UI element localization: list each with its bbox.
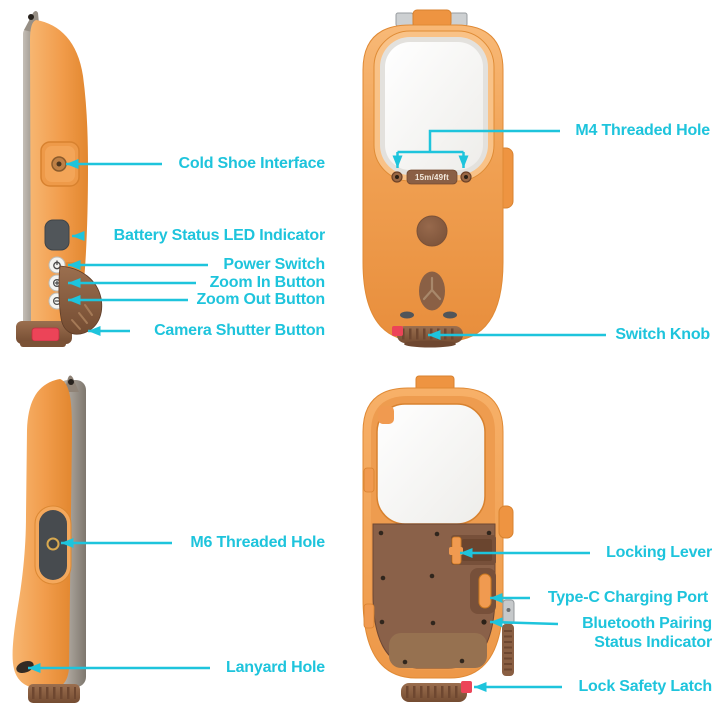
window-cutout: [376, 403, 486, 525]
callout-bluetooth-line2: Status Indicator: [594, 634, 712, 651]
callout-switch-knob: Switch Knob: [615, 326, 710, 343]
callout-locking-lever: Locking Lever: [606, 544, 712, 561]
viewing-window: [385, 42, 483, 170]
shutter-lever-ridges: [71, 304, 93, 330]
callout-shutter: Camera Shutter Button: [154, 322, 325, 339]
callout-zoom-out: Zoom Out Button: [196, 291, 325, 308]
front-view: [362, 9, 514, 348]
interior-view: [362, 375, 515, 702]
foot-pad-left: [400, 311, 414, 319]
red-latch: [31, 327, 60, 342]
m4-screw-right-center: [464, 175, 468, 179]
side-view-mount: [12, 375, 86, 703]
callout-type-c: Type-C Charging Port: [547, 589, 708, 606]
power-icon: [53, 260, 61, 270]
callout-lock-latch: Lock Safety Latch: [578, 678, 712, 695]
base-lip: [20, 341, 66, 347]
callout-power-switch: Power Switch: [223, 256, 325, 273]
leader-m4-elbow: [428, 129, 560, 152]
left-tab-lower: [363, 603, 375, 629]
depth-rating-plate: [406, 169, 458, 185]
hinge-right: [449, 12, 468, 27]
lock-safety-latch: [461, 681, 472, 693]
top-lug-hole: [28, 14, 34, 20]
round-button: [416, 215, 448, 247]
foot-pad-right: [443, 311, 457, 319]
leader-bluetooth: [489, 617, 559, 628]
type-c-port: [478, 573, 492, 609]
left-tab-upper: [363, 467, 375, 493]
knob-base: [404, 340, 456, 348]
callout-m6-hole: M6 Threaded Hole: [190, 534, 325, 551]
locking-lever-slot: [462, 539, 492, 561]
callout-battery-led: Battery Status LED Indicator: [113, 227, 326, 244]
callout-zoom-in: Zoom In Button: [209, 274, 326, 291]
callout-cold-shoe: Cold Shoe Interface: [178, 155, 326, 172]
callout-m4-hole: M4 Threaded Hole: [575, 122, 710, 139]
knob-red-latch: [392, 326, 403, 336]
latch-clip-hole: [506, 608, 511, 612]
top-lug-hole-2: [68, 379, 74, 385]
corner-pad: [378, 406, 394, 424]
side-view-buttons: [16, 11, 103, 347]
hinge-left: [395, 12, 414, 27]
cold-shoe-screw-center: [56, 161, 62, 167]
m4-screw-left-center: [395, 175, 399, 179]
top-clip: [412, 9, 452, 28]
battery-led-panel: [44, 219, 70, 251]
bluetooth-indicator: [481, 619, 487, 625]
locking-lever-flange: [449, 547, 463, 555]
callout-bluetooth-line1: Bluetooth Pairing: [582, 615, 712, 632]
leader-lines: [28, 129, 606, 692]
depth-rating-text: 15m/49ft: [414, 173, 450, 182]
right-tab: [498, 505, 514, 539]
tripod-mark: [419, 271, 445, 311]
m6-threaded-hole: [46, 537, 60, 551]
callout-lanyard: Lanyard Hole: [226, 659, 325, 676]
callout-bluetooth: Bluetooth Pairing Status Indicator: [582, 614, 712, 652]
